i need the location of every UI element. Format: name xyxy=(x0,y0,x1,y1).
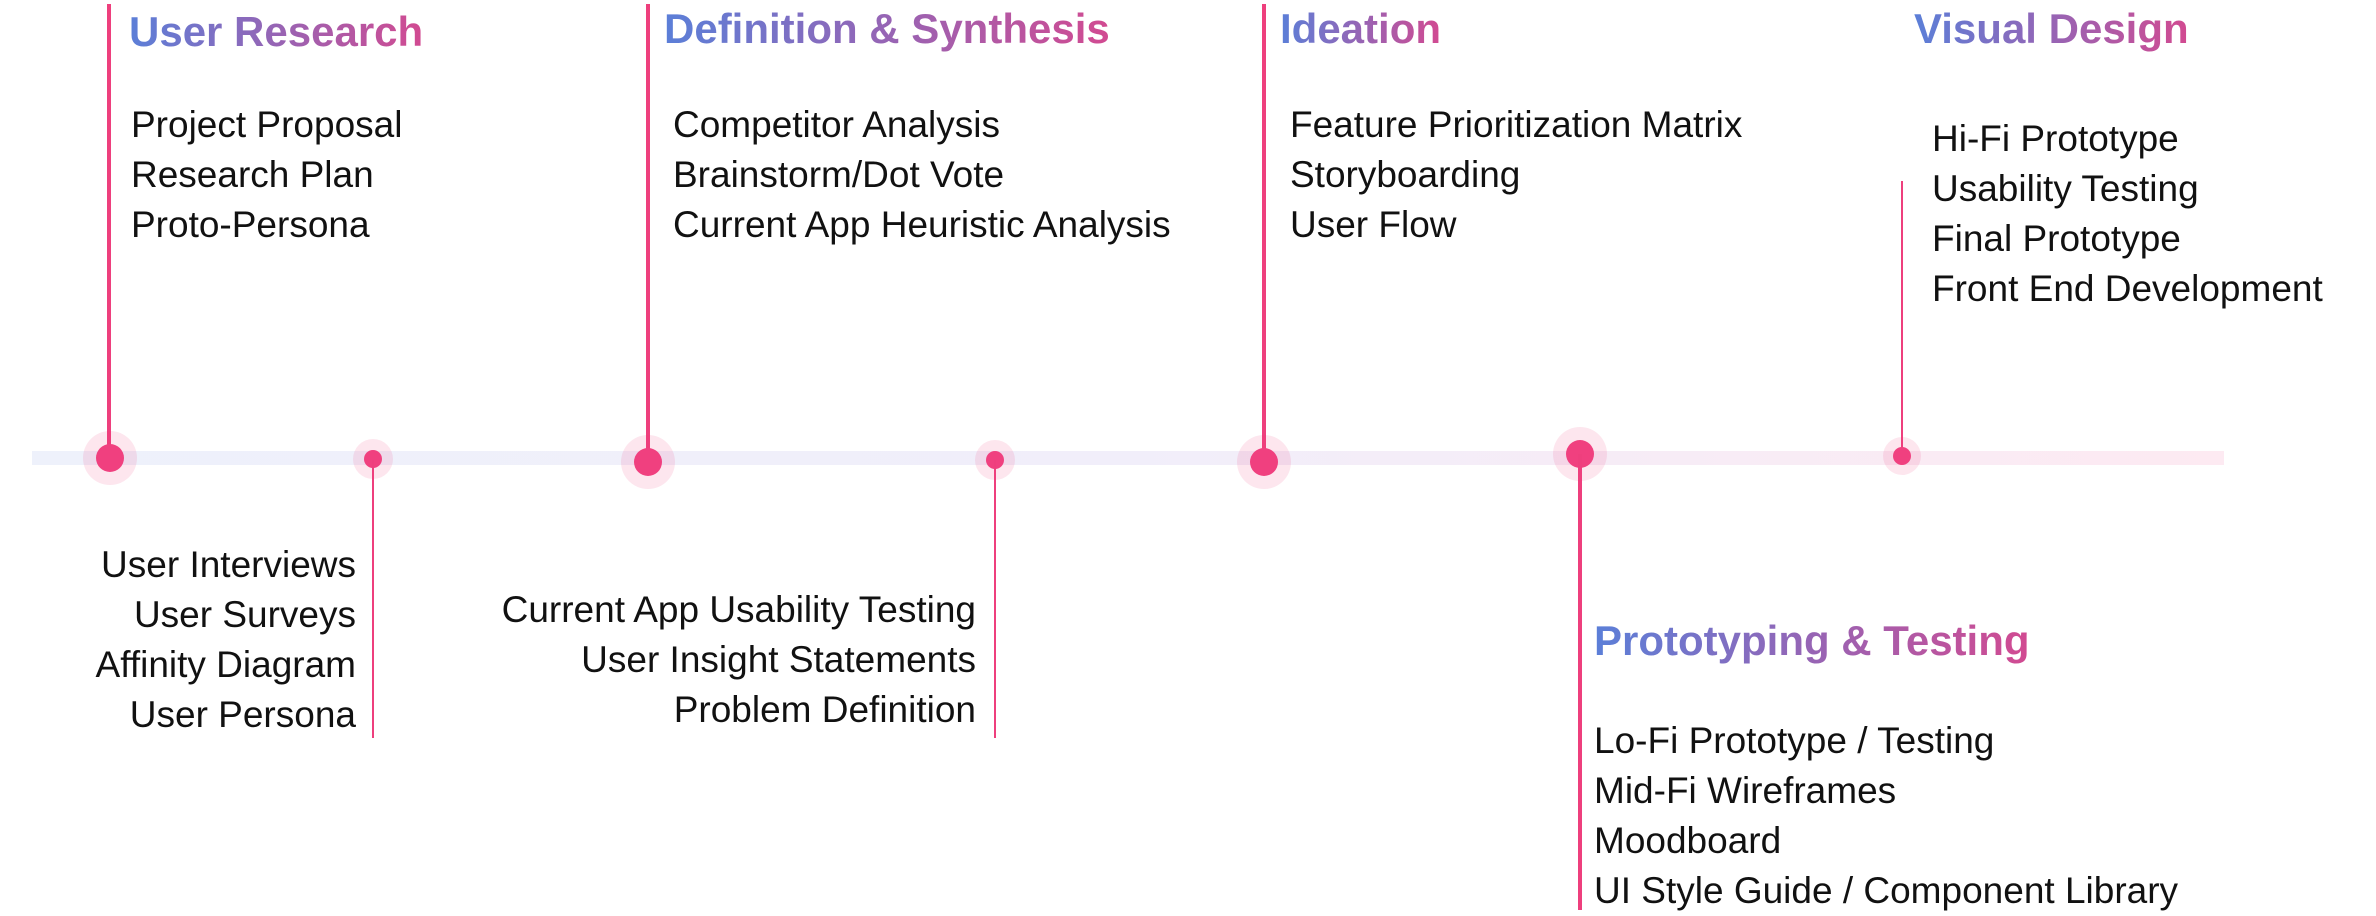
list-item: Project Proposal xyxy=(131,104,403,145)
list-item: Lo-Fi Prototype / Testing xyxy=(1594,720,1995,761)
list-item: User Interviews xyxy=(101,544,356,585)
list-item: Usability Testing xyxy=(1932,168,2199,209)
list-item: Proto-Persona xyxy=(131,204,370,245)
list-item: Hi-Fi Prototype xyxy=(1932,118,2179,159)
prototyping-testing-title: Prototyping & Testing xyxy=(1594,615,2030,667)
list-item: Competitor Analysis xyxy=(673,104,1000,145)
list-item: Final Prototype xyxy=(1932,218,2181,259)
list-item: User Flow xyxy=(1290,204,1457,245)
visual-design-connector xyxy=(1901,181,1903,454)
visual-design-title: Visual Design xyxy=(1914,3,2189,55)
list-item: User Surveys xyxy=(133,594,356,635)
list-item: Front End Development xyxy=(1932,268,2323,309)
ideation-items: Feature Prioritization Matrix Storyboard… xyxy=(1290,100,1742,250)
definition-synthesis-connector xyxy=(646,4,650,460)
list-item: Current App Heuristic Analysis xyxy=(673,204,1171,245)
list-item: Brainstorm/Dot Vote xyxy=(673,154,1005,195)
list-item: UI Style Guide / Component Library xyxy=(1594,870,2179,911)
definition-synthesis-milestone-marker xyxy=(634,448,662,476)
list-item: Current App Usability Testing xyxy=(501,589,976,630)
user-research-secondary-items: User Interviews User Surveys Affinity Di… xyxy=(96,540,356,740)
definition-synthesis-secondary-items: Current App Usability Testing User Insig… xyxy=(502,585,976,735)
list-item: Research Plan xyxy=(131,154,374,195)
definition-synthesis-title: Definition & Synthesis xyxy=(664,3,1110,55)
list-item: Moodboard xyxy=(1594,820,1782,861)
visual-design-items: Hi-Fi Prototype Usability Testing Final … xyxy=(1932,114,2323,314)
ideation-title: Ideation xyxy=(1280,3,1441,55)
timeline-axis xyxy=(32,451,2224,465)
definition-synthesis-items: Competitor Analysis Brainstorm/Dot Vote … xyxy=(673,100,1171,250)
list-item: User Insight Statements xyxy=(581,639,976,680)
list-item: Affinity Diagram xyxy=(95,644,356,685)
user-research-secondary-connector xyxy=(372,460,374,738)
definition-synthesis-secondary-connector xyxy=(994,460,996,738)
list-item: Mid-Fi Wireframes xyxy=(1594,770,1897,811)
list-item: Problem Definition xyxy=(673,689,976,730)
list-item: Feature Prioritization Matrix xyxy=(1290,104,1743,145)
ideation-connector xyxy=(1262,4,1266,460)
ideation-milestone-marker xyxy=(1250,448,1278,476)
prototyping-testing-items: Lo-Fi Prototype / Testing Mid-Fi Wirefra… xyxy=(1594,716,2178,916)
user-research-milestone-marker xyxy=(96,444,124,472)
user-research-secondary-marker xyxy=(364,450,382,468)
user-research-title: User Research xyxy=(129,6,423,58)
user-research-connector xyxy=(107,4,111,457)
list-item: User Persona xyxy=(129,694,356,735)
list-item: Storyboarding xyxy=(1290,154,1521,195)
visual-design-milestone-marker xyxy=(1893,447,1911,465)
user-research-items: Project Proposal Research Plan Proto-Per… xyxy=(131,100,402,250)
prototyping-testing-connector xyxy=(1578,454,1582,910)
